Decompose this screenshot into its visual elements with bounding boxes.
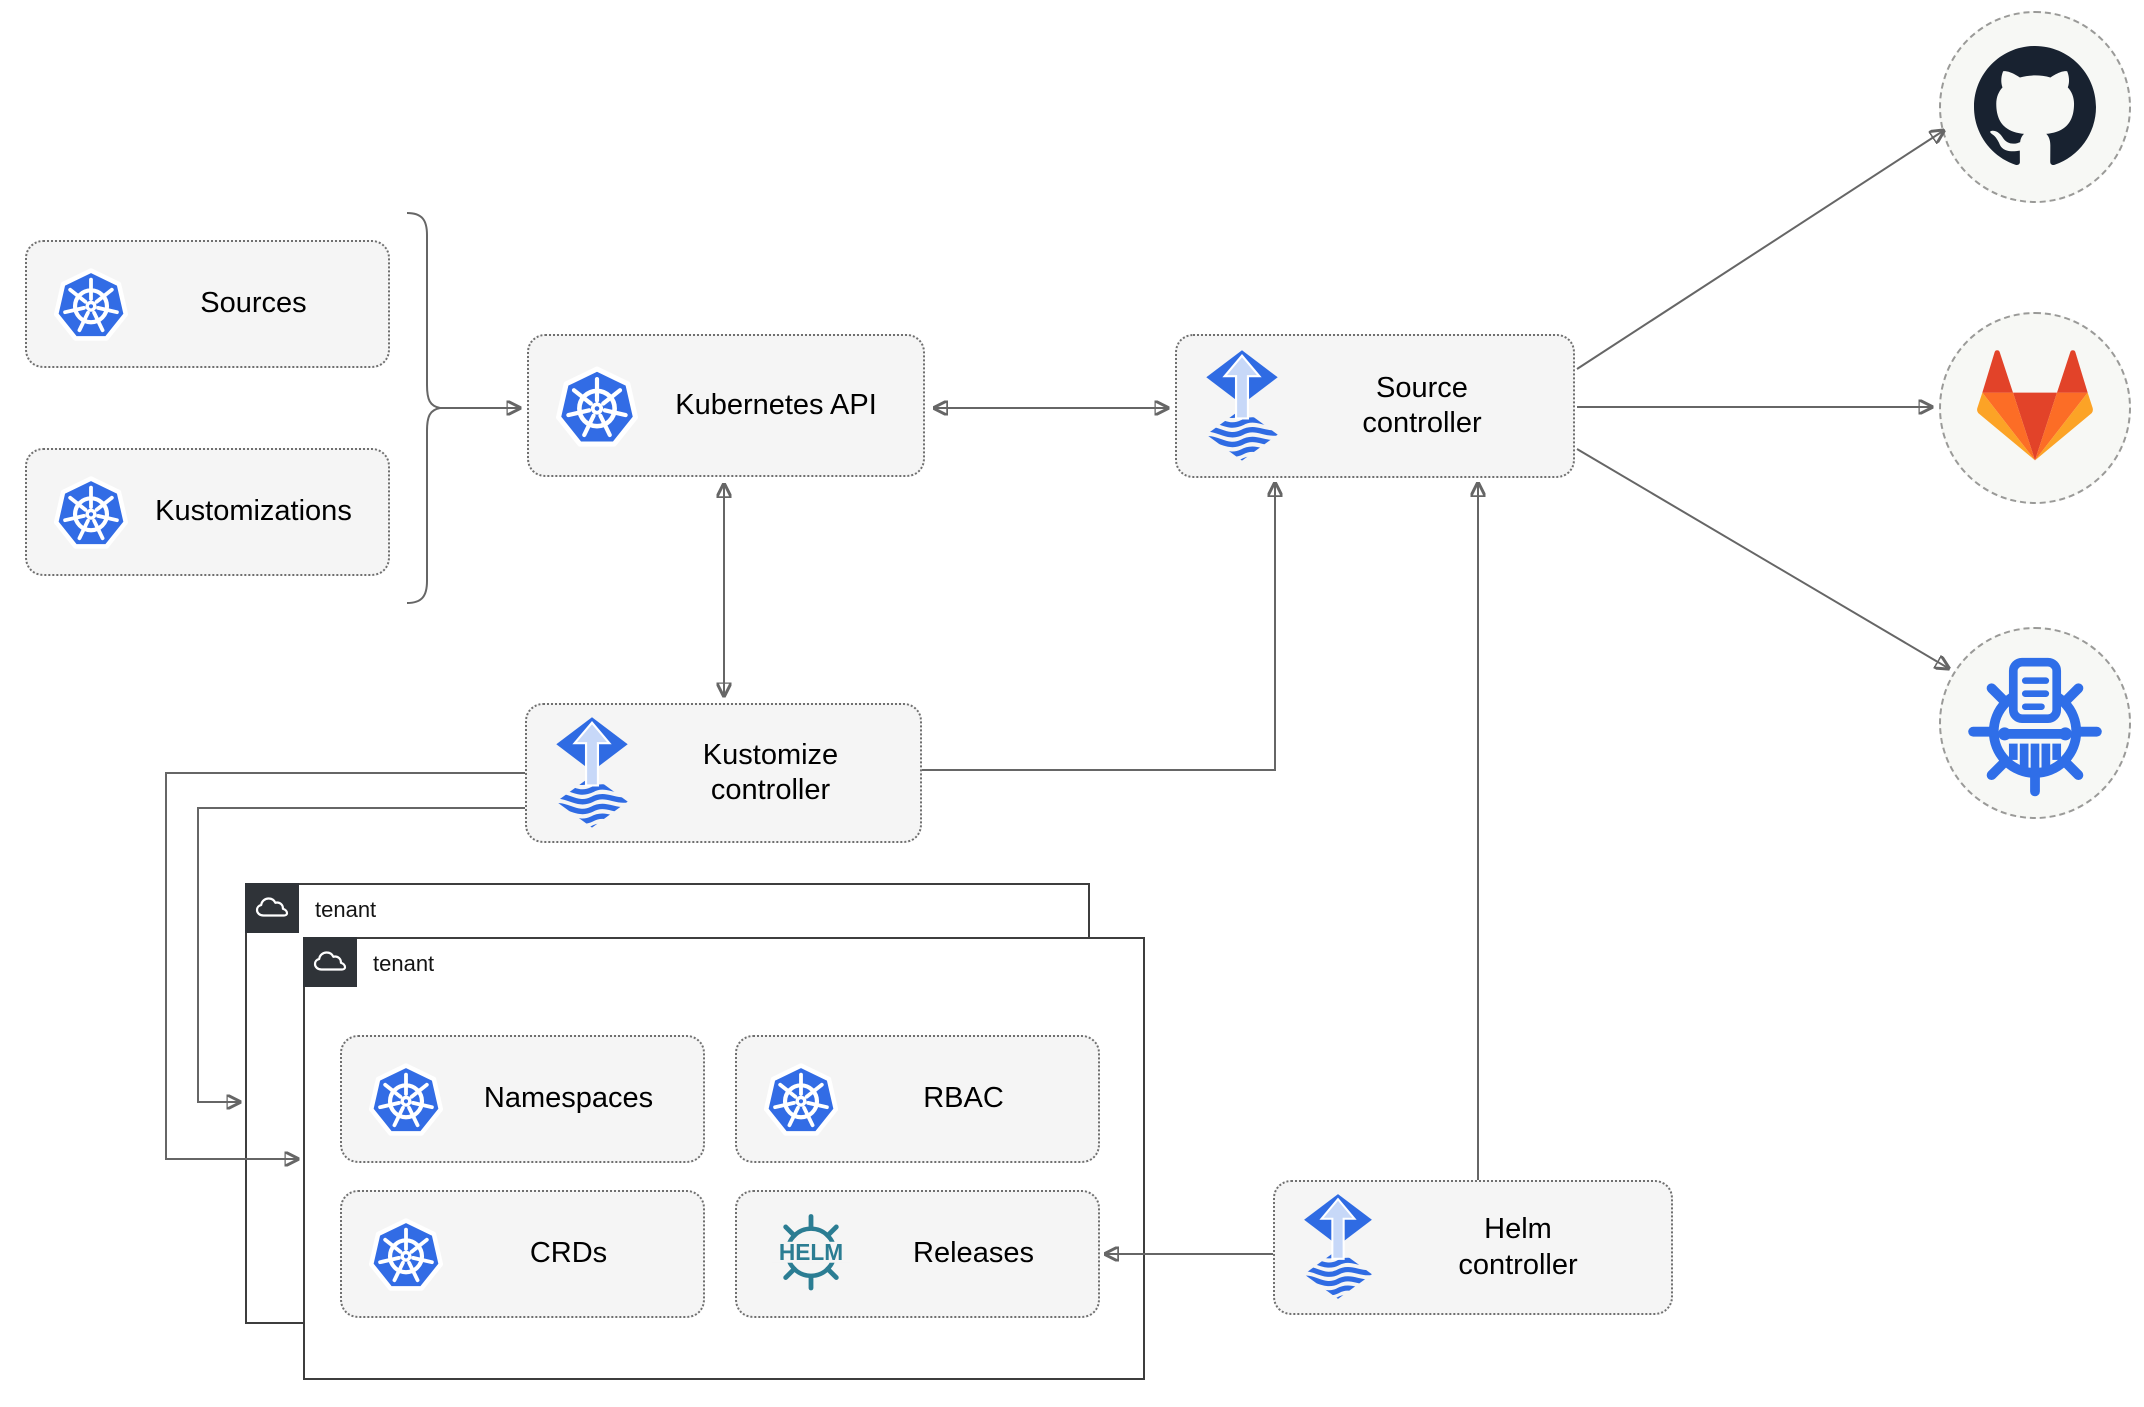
node-label-text: Source controller [1362,371,1482,439]
node-namespaces[interactable]: Namespaces [340,1035,705,1163]
node-label-text: Helm controller [1458,1213,1578,1281]
tenant-tab [303,937,357,987]
kubernetes-icon [763,1061,839,1137]
node-crds[interactable]: CRDs [340,1190,705,1318]
node-label: RBAC [923,1082,1004,1115]
node-label: Kubernetes API [675,388,877,421]
tenant-group-label: tenant [315,897,377,922]
kubernetes-icon [53,474,129,550]
kubernetes-icon [53,266,129,342]
node-helm-controller[interactable]: Helm controller [1273,1180,1673,1315]
remote-github[interactable] [1939,11,2131,203]
node-label-text: Kustomize controller [702,738,839,806]
node-label: Namespaces [483,1082,654,1115]
flux-icon [1301,1191,1375,1304]
arrow-source-to-github [1576,131,1943,370]
tenant-group-label: tenant [373,951,435,976]
chart-repository-icon [1959,647,2111,799]
node-label: Source controller [1281,371,1573,442]
kubernetes-icon [555,364,639,448]
node-rbac[interactable]: RBAC [735,1035,1100,1163]
remote-gitlab[interactable] [1939,312,2131,504]
helm-icon [763,1210,859,1298]
node-kustomizations[interactable]: Kustomizations [25,448,390,576]
node-label: CRDs [529,1237,608,1270]
node-label: Kustomize controller [631,738,920,809]
flux-icon [553,714,631,833]
kubernetes-icon [368,1061,444,1137]
node-kubernetes-api[interactable]: Kubernetes API [527,334,925,477]
gitlab-icon [1975,348,2095,468]
tenant-tab [245,883,299,933]
node-label: Helm controller [1375,1212,1671,1283]
arrow-kustomize-to-source-controller [922,484,1275,771]
remote-chart-repository[interactable] [1939,627,2131,819]
node-source-controller[interactable]: Source controller [1175,334,1575,478]
cloud-icon [312,949,348,975]
cloud-icon [254,895,290,921]
arrow-source-to-chart-repository [1576,448,1948,668]
node-sources[interactable]: Sources [25,240,390,368]
node-releases[interactable]: Releases [735,1190,1100,1318]
node-label: Releases [913,1237,1034,1270]
node-kustomize-controller[interactable]: Kustomize controller [525,703,922,843]
node-label: Sources [200,287,307,320]
kubernetes-icon [368,1216,444,1292]
bracket-sources-group [406,212,441,604]
github-icon [1974,46,2096,168]
node-label: Kustomizations [155,495,352,528]
flux-icon [1203,347,1281,466]
